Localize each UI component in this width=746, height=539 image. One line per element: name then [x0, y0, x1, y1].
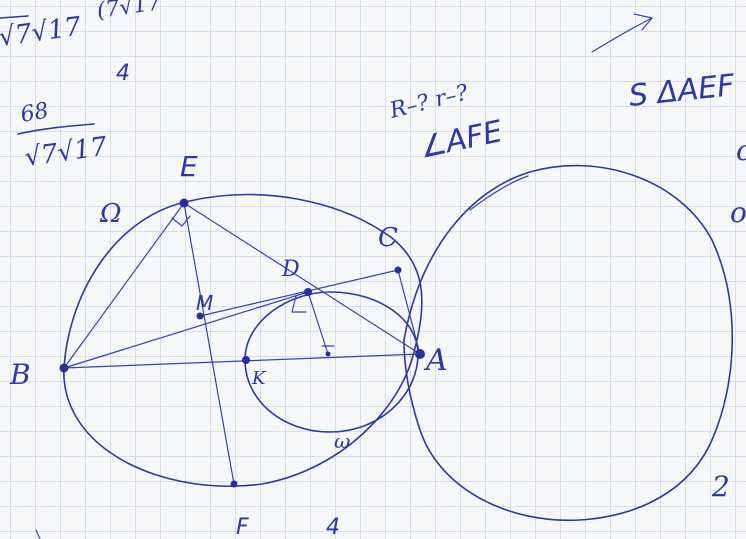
- segment-CA: [397, 269, 421, 355]
- fraction-denominator: √7√17: [23, 132, 110, 173]
- triangle-area-note: S ΔAEF: [627, 68, 737, 114]
- question-note: R–? r–?: [386, 80, 471, 124]
- segment-EA: [183, 202, 421, 355]
- point-B: [59, 363, 69, 373]
- circle-right: [403, 164, 734, 522]
- label-omega-small: ω: [334, 429, 350, 453]
- arrow-stroke: [591, 13, 653, 53]
- point-M: [196, 312, 204, 320]
- top-fraction-bar: [0, 15, 29, 19]
- label-Omega: Ω: [99, 199, 122, 229]
- circle-omega-small: [244, 291, 419, 433]
- segment-BE: [63, 202, 185, 369]
- circle-omega-large: [63, 193, 423, 488]
- label-F: F: [236, 515, 249, 539]
- label-D: D: [281, 257, 300, 282]
- radius-to-D: [307, 291, 329, 355]
- right-angle-mark-D: [291, 295, 307, 313]
- label-E: E: [180, 150, 198, 183]
- label-M: M: [196, 291, 213, 315]
- label-K: K: [251, 368, 267, 389]
- point-center-small: [325, 351, 331, 357]
- point-F: [230, 480, 238, 488]
- right-edge-letter-1: c: [736, 134, 746, 167]
- number-four: 4: [116, 61, 130, 86]
- top-right-fragment: (7√17: [95, 0, 162, 24]
- segment-BA: [63, 353, 421, 369]
- fraction-numerator: 68: [19, 98, 51, 127]
- label-B: B: [9, 358, 31, 391]
- point-K: [242, 356, 250, 364]
- point-E: [179, 198, 189, 208]
- label-A: A: [423, 343, 448, 378]
- right-edge-letter-2: o: [730, 196, 746, 229]
- bottom-right-number: 2: [711, 470, 730, 503]
- segment-BD: [63, 291, 309, 369]
- right-angle-mark-E: [171, 215, 191, 227]
- point-C: [394, 266, 402, 274]
- point-D: [304, 288, 312, 296]
- point-A: [415, 349, 425, 359]
- angle-note: ∠AFE: [416, 114, 505, 166]
- fraction-bar: [17, 123, 95, 135]
- circle-right-overstroke: [469, 175, 529, 211]
- segment-EF: [183, 202, 235, 485]
- segment-MC: [199, 269, 399, 317]
- bottom-mark: 4: [326, 515, 340, 539]
- bottom-left-stroke: [35, 529, 41, 539]
- label-C: C: [378, 223, 398, 253]
